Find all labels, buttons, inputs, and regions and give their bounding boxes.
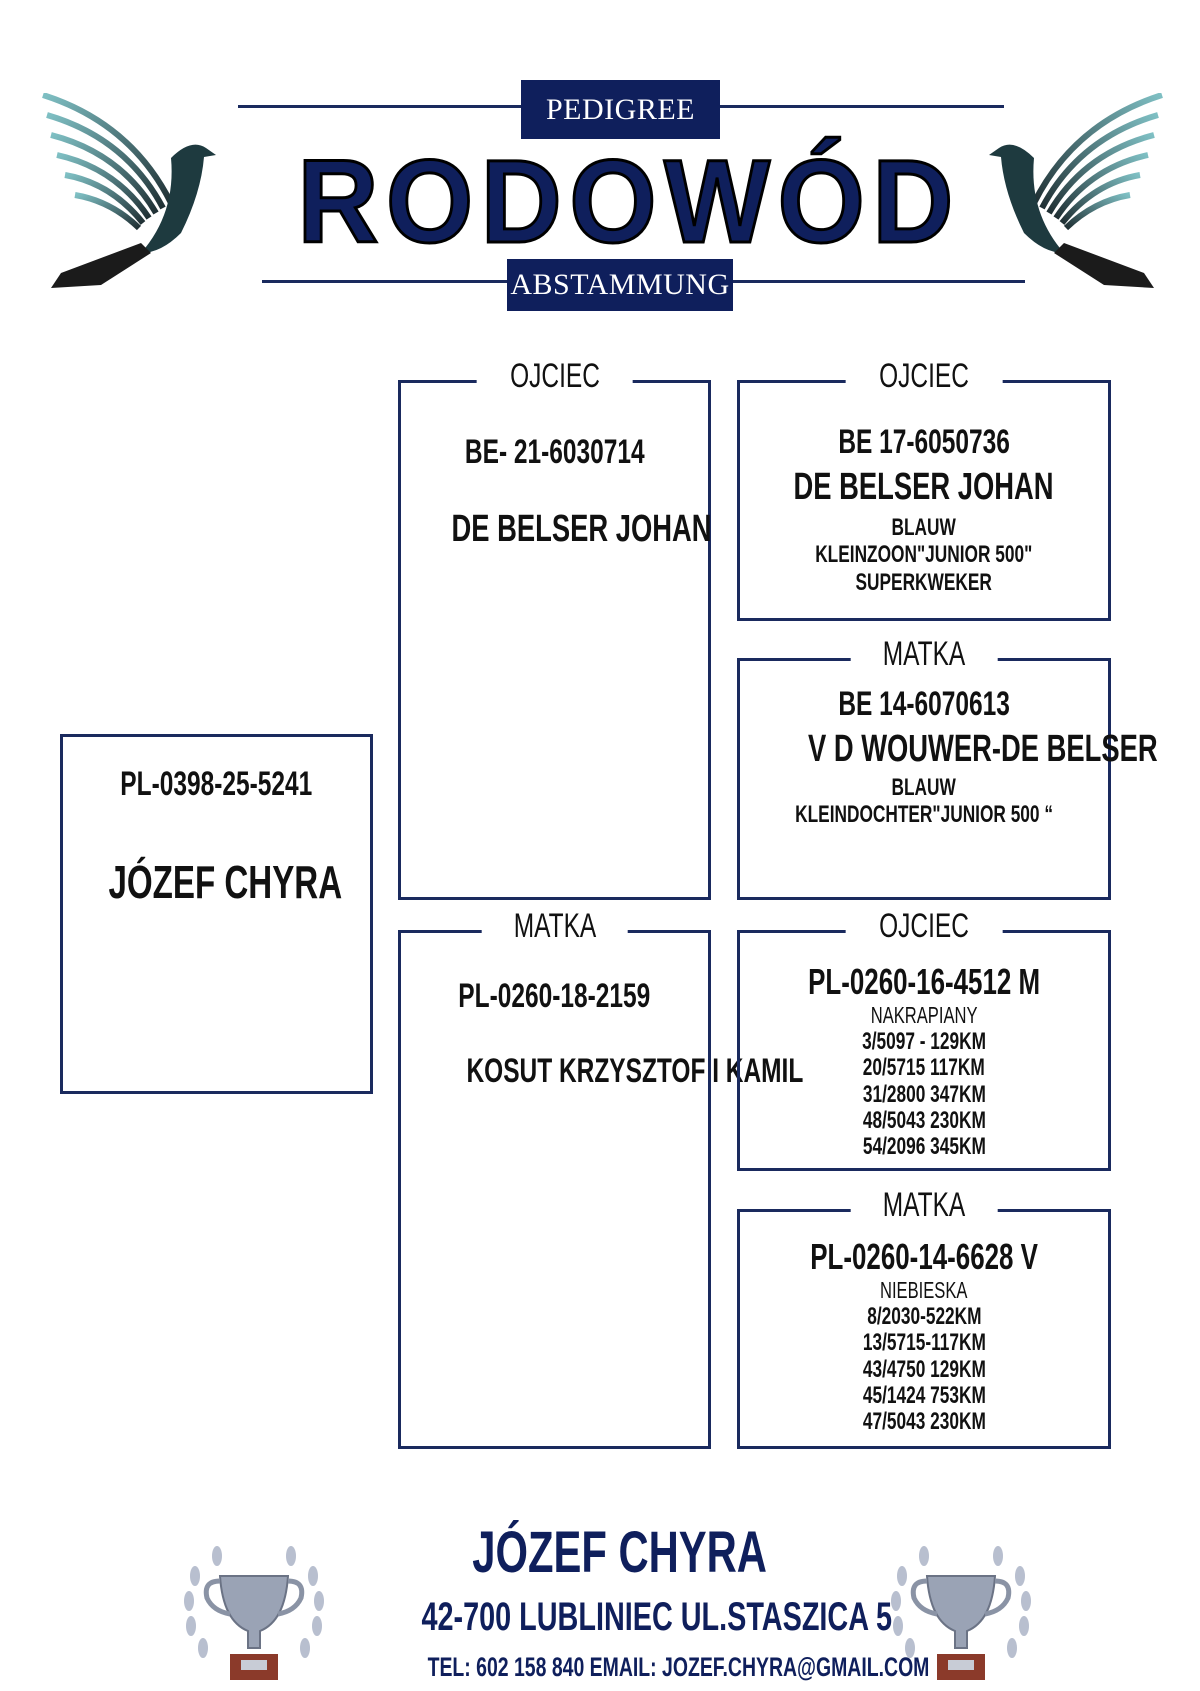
trophy-right-icon (891, 1546, 1031, 1680)
dove-right-icon (989, 93, 1163, 288)
mgm-label: MATKA (850, 1186, 998, 1224)
mgf-ring: PL-0260-16-4512 M (808, 961, 1040, 1002)
pgm-label: MATKA (850, 635, 998, 673)
mgf-result: 20/5715 117KM (862, 1054, 986, 1082)
pedigree-tag: PEDIGREE (521, 80, 720, 139)
pgf-breeder: DE BELSER JOHAN (794, 466, 1054, 509)
father-breeder: DE BELSER JOHAN (451, 508, 712, 551)
pgm-note: KLEINDOCHTER"JUNIOR 500 “ (795, 801, 1053, 829)
trophy-left-icon (184, 1546, 324, 1680)
father-ring: BE- 21-6030714 (464, 433, 645, 471)
pgm-note: BLAUW (891, 773, 957, 801)
abstammung-label: ABSTAMMUNG (510, 268, 730, 301)
father-label: OJCIEC (476, 357, 633, 395)
mgf-result: 48/5043 230KM (862, 1107, 986, 1134)
paternal-grandfather-card: OJCIEC BE 17-6050736 DE BELSER JOHAN BLA… (737, 357, 1111, 621)
mgm-result: 13/5715-117KM (862, 1329, 986, 1357)
dove-left-icon (42, 93, 216, 288)
subject-ring: PL-0398-25-5241 (120, 765, 313, 803)
mother-breeder: KOSUT KRZYSZTOF I KAMIL (466, 1052, 804, 1091)
pgm-breeder: V D WOUWER-DE BELSER (807, 728, 1158, 771)
mother-label: MATKA (481, 907, 628, 945)
abstammung-tag: ABSTAMMUNG (507, 259, 733, 311)
mgm-result: 43/4750 129KM (862, 1355, 986, 1383)
mgf-result: 54/2096 345KM (862, 1133, 986, 1161)
mgm-color: NIEBIESKA (880, 1277, 968, 1304)
paternal-grandmother-card: MATKA BE 14-6070613 V D WOUWER-DE BELSER… (737, 635, 1158, 900)
mgm-result: 47/5043 230KM (862, 1408, 986, 1436)
mgf-result: 31/2800 347KM (862, 1080, 986, 1108)
title-text: RODOWÓD (296, 136, 961, 268)
mgm-result: 8/2030-522KM (866, 1302, 982, 1330)
mother-ring: PL-0260-18-2159 (458, 977, 651, 1015)
mgm-ring: PL-0260-14-6628 V (810, 1236, 1038, 1277)
pgf-note: SUPERKWEKER (855, 568, 993, 596)
mgm-result: 45/1424 753KM (862, 1382, 986, 1409)
pedigree-label: PEDIGREE (546, 92, 695, 126)
footer-name: JÓZEF CHYRA (472, 1520, 768, 1585)
page-title: RODOWÓD (280, 136, 961, 268)
pgm-ring: BE 14-6070613 (838, 685, 1010, 723)
subject-owner: JÓZEF CHYRA (108, 856, 343, 909)
maternal-grandmother-card: MATKA PL-0260-14-6628 V NIEBIESKA 8/2030… (737, 1186, 1111, 1449)
mgf-result: 3/5097 - 129KM (862, 1027, 986, 1055)
subject-card: PL-0398-25-5241 JÓZEF CHYRA (60, 734, 373, 1094)
pgf-label: OJCIEC (845, 357, 1003, 395)
pgf-note: KLEINZOON"JUNIOR 500" (815, 541, 1033, 569)
maternal-grandfather-card: OJCIEC PL-0260-16-4512 M NAKRAPIANY 3/50… (737, 907, 1111, 1171)
pgf-note: BLAUW (891, 513, 957, 541)
pgf-ring: BE 17-6050736 (838, 423, 1010, 461)
mother-card: MATKA PL-0260-18-2159 KOSUT KRZYSZTOF I … (398, 907, 804, 1449)
footer-contact: TEL: 602 158 840 EMAIL: JOZEF.CHYRA@GMAI… (427, 1652, 930, 1682)
mgf-color: NAKRAPIANY (870, 1002, 978, 1029)
father-card: OJCIEC BE- 21-6030714 DE BELSER JOHAN (398, 357, 712, 900)
mgf-label: OJCIEC (845, 907, 1003, 945)
footer-address: 42-700 LUBLINIEC UL.STASZICA 5 (421, 1595, 892, 1639)
